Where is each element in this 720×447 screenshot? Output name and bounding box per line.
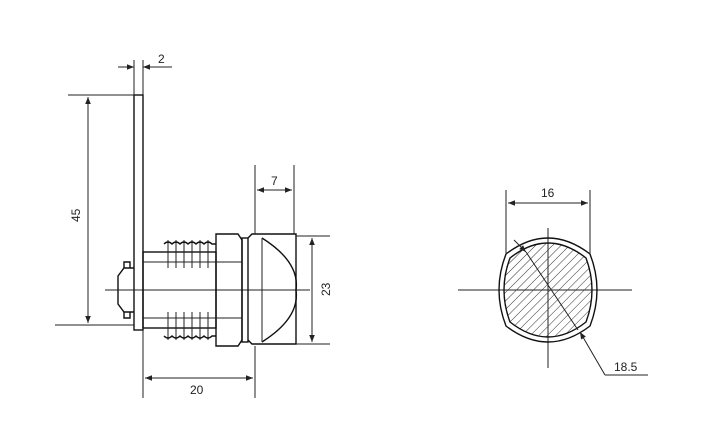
- dim-plate-thickness: 2: [118, 52, 172, 95]
- dim-label-body-length: 20: [190, 383, 204, 397]
- dim-label-cylinder-diameter: 18.5: [614, 360, 638, 374]
- dim-body-length: 20: [142, 330, 256, 398]
- dim-cylinder-diameter: 18.5: [513, 239, 648, 376]
- dim-label-lever-length: 45: [69, 208, 83, 222]
- front-head-outline: [498, 237, 598, 343]
- front-view: 16 18.5: [458, 186, 648, 376]
- side-view: 2 45 7 23 20: [55, 52, 333, 398]
- dim-label-cylinder-flat-width: 16: [541, 186, 555, 200]
- dim-label-head-depth: 7: [271, 174, 278, 188]
- dim-cylinder-flat-width: 16: [505, 186, 591, 254]
- back-nut: [117, 261, 134, 319]
- dim-head-diameter: 23: [296, 235, 333, 345]
- cylinder-head: [247, 233, 298, 345]
- front-hatched-cylinder: [504, 243, 592, 337]
- front-cylinder-outline: [503, 242, 593, 338]
- dim-head-depth: 7: [254, 165, 295, 234]
- lever-plate: [133, 94, 144, 331]
- dim-label-head-diameter: 23: [319, 282, 333, 296]
- hex-nut: [215, 233, 249, 347]
- dim-label-plate-thickness: 2: [158, 52, 165, 66]
- dim-lever-length: 45: [55, 94, 134, 326]
